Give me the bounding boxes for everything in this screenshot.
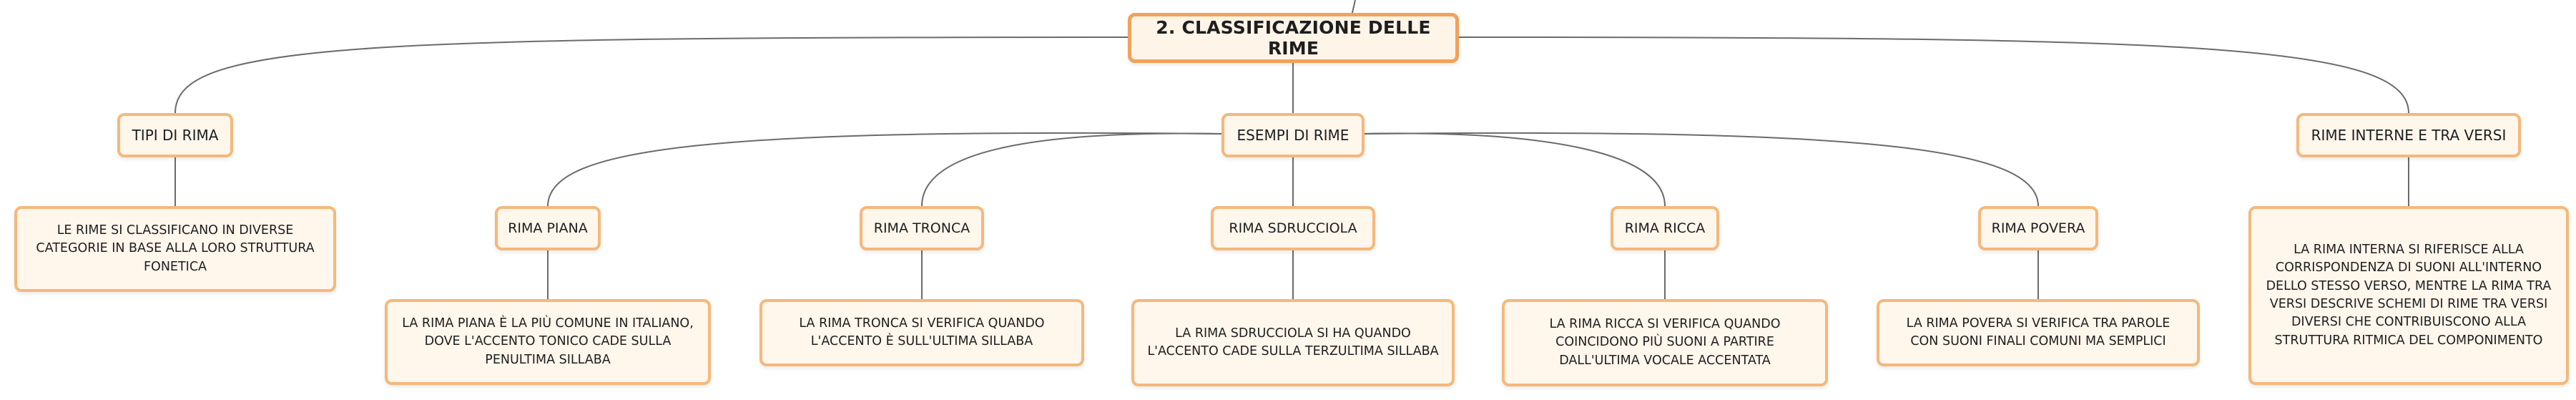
node-rima-piana[interactable]: RIMA PIANA <box>495 206 601 250</box>
connector-esempi-piana <box>547 132 1222 207</box>
connector-esempi-povera <box>1364 132 2039 207</box>
node-rima-tronca-label: RIMA TRONCA <box>873 220 970 236</box>
desc-rima-sdrucciola[interactable]: LA RIMA SDRUCCIOLA SI HA QUANDO L'ACCENT… <box>1131 299 1455 386</box>
desc-rima-ricca-text: LA RIMA RICCA SI VERIFICA QUANDO COINCID… <box>1549 316 1781 368</box>
desc-tipi-di-rima-text: LE RIME SI CLASSIFICANO IN DIVERSE CATEG… <box>36 223 315 274</box>
desc-tipi-di-rima[interactable]: LE RIME SI CLASSIFICANO IN DIVERSE CATEG… <box>14 206 336 292</box>
connector-esempi-tronca <box>921 132 1226 207</box>
root-node[interactable]: 2. CLASSIFICAZIONE DELLE RIME <box>1128 13 1459 63</box>
desc-rima-piana[interactable]: LA RIMA PIANA È LA PIÙ COMUNE IN ITALIAN… <box>385 299 711 385</box>
node-rima-povera[interactable]: RIMA POVERA <box>1978 206 2098 250</box>
node-rima-ricca[interactable]: RIMA RICCA <box>1611 206 1719 250</box>
desc-rima-tronca-text: LA RIMA TRONCA SI VERIFICA QUANDO L'ACCE… <box>799 316 1045 348</box>
node-tipi-di-rima[interactable]: TIPI DI RIMA <box>117 113 233 157</box>
desc-rima-povera-text: LA RIMA POVERA SI VERIFICA TRA PAROLE CO… <box>1906 316 2171 348</box>
node-rima-piana-label: RIMA PIANA <box>508 220 588 236</box>
node-rima-sdrucciola[interactable]: RIMA SDRUCCIOLA <box>1211 206 1375 250</box>
desc-rima-povera[interactable]: LA RIMA POVERA SI VERIFICA TRA PAROLE CO… <box>1877 299 2200 366</box>
desc-rima-piana-text: LA RIMA PIANA È LA PIÙ COMUNE IN ITALIAN… <box>402 316 694 367</box>
node-rima-sdrucciola-label: RIMA SDRUCCIOLA <box>1229 220 1357 236</box>
connector-root-interne <box>1458 36 2409 114</box>
desc-rima-ricca[interactable]: LA RIMA RICCA SI VERIFICA QUANDO COINCID… <box>1502 299 1828 386</box>
node-esempi-di-rime-label: ESEMPI DI RIME <box>1237 127 1350 144</box>
desc-rima-sdrucciola-text: LA RIMA SDRUCCIOLA SI HA QUANDO L'ACCENT… <box>1147 326 1439 358</box>
node-tipi-di-rima-label: TIPI DI RIMA <box>132 127 219 144</box>
node-rima-tronca[interactable]: RIMA TRONCA <box>860 206 984 250</box>
desc-rime-interne-text: LA RIMA INTERNA SI RIFERISCE ALLA CORRIS… <box>2266 242 2552 348</box>
node-rime-interne[interactable]: RIME INTERNE E TRA VERSI <box>2296 113 2521 157</box>
node-rima-povera-label: RIMA POVERA <box>1991 220 2085 236</box>
desc-rima-tronca[interactable]: LA RIMA TRONCA SI VERIFICA QUANDO L'ACCE… <box>759 299 1084 366</box>
node-esempi-di-rime[interactable]: ESEMPI DI RIME <box>1221 113 1365 157</box>
node-rime-interne-label: RIME INTERNE E TRA VERSI <box>2311 127 2507 144</box>
node-rima-ricca-label: RIMA RICCA <box>1624 220 1706 236</box>
connector-esempi-ricca <box>1360 132 1666 207</box>
desc-rime-interne[interactable]: LA RIMA INTERNA SI RIFERISCE ALLA CORRIS… <box>2248 206 2569 385</box>
connector-root-tipi <box>174 36 1129 114</box>
root-node-label: 2. CLASSIFICAZIONE DELLE RIME <box>1156 17 1431 59</box>
